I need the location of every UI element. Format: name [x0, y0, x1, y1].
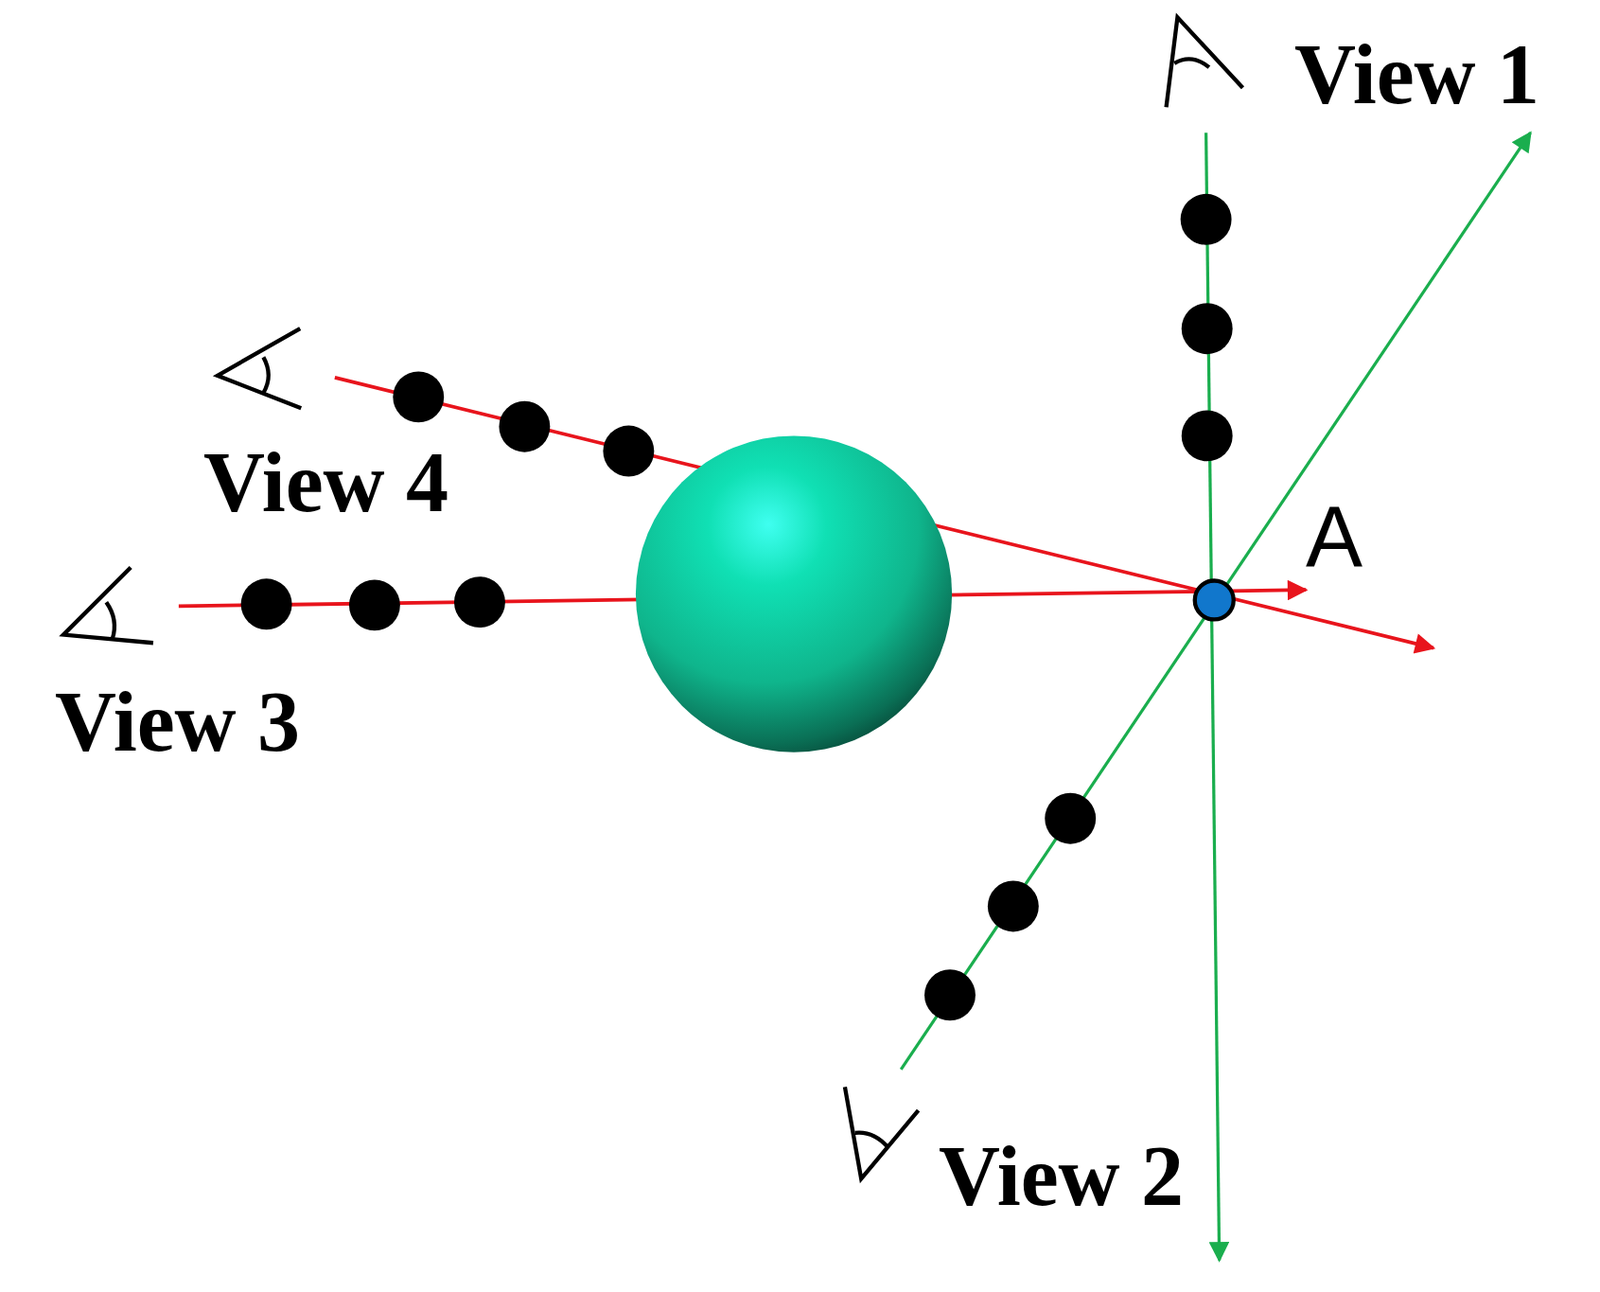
view-label: View 1	[1294, 32, 1540, 118]
eye-symbols	[63, 17, 1243, 1179]
view-label: View 2	[938, 1133, 1184, 1219]
point-label: A	[1305, 493, 1363, 580]
view1-ray	[1206, 132, 1220, 1260]
sample-points	[241, 193, 1233, 1020]
view-label: View 3	[54, 679, 300, 765]
view2-ray	[900, 132, 1530, 1070]
sphere	[635, 435, 952, 752]
target-point	[1195, 580, 1234, 619]
view-label: View 4	[203, 439, 449, 526]
